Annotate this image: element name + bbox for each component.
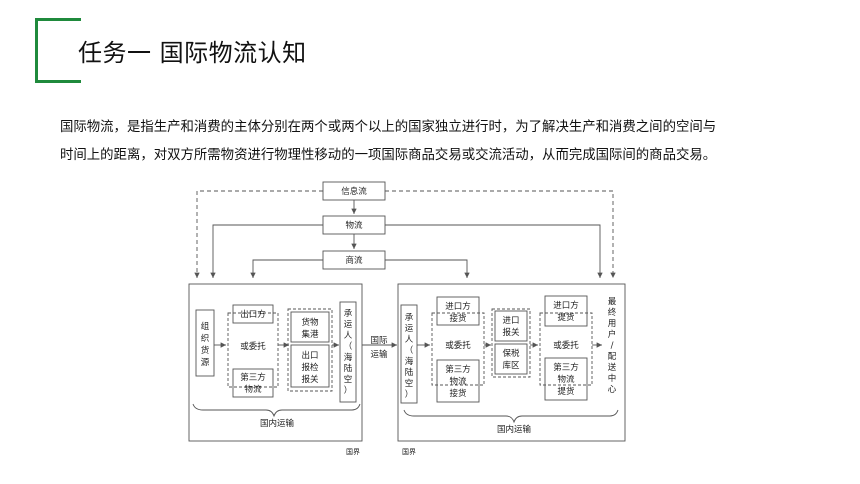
final-user-char: 中 bbox=[608, 373, 617, 384]
importer-pickup-label-2: 提货 bbox=[557, 312, 575, 323]
final-user-char: 最 bbox=[608, 297, 617, 307]
right-carrier-box bbox=[400, 304, 418, 404]
third-party-receive-label-1: 第三方 bbox=[445, 364, 471, 375]
title-frame-top bbox=[35, 18, 81, 21]
third-party-label-1: 第三方 bbox=[240, 372, 266, 383]
exporter-box bbox=[232, 304, 274, 324]
final-user-char: 配 bbox=[608, 352, 617, 362]
right-carrier-char: 承 bbox=[405, 313, 414, 323]
final-user-char: 心 bbox=[608, 385, 617, 395]
left-port-group bbox=[287, 308, 333, 392]
right-carrier-char: ） bbox=[405, 389, 414, 400]
export-country-container bbox=[188, 283, 363, 442]
commercial-flow-label: 商流 bbox=[345, 255, 363, 266]
importer-receive-label-1: 进口方 bbox=[445, 301, 471, 312]
title-frame-bottom bbox=[35, 80, 81, 83]
right-or-entrust-label-1: 或委托 bbox=[445, 340, 471, 351]
organize-source-char: 源 bbox=[201, 358, 210, 368]
third-party-receive-label-2: 物流 bbox=[449, 376, 467, 387]
third-party-pickup-label-1: 第三方 bbox=[553, 362, 579, 373]
goods-gather-label-2: 集港 bbox=[301, 329, 319, 340]
final-user-char: 户 bbox=[608, 329, 617, 340]
third-party-pickup-label-2: 物流 bbox=[557, 374, 575, 385]
right-carrier-char: 海 bbox=[405, 356, 414, 367]
importer-pickup-box bbox=[544, 295, 588, 327]
commercial-flow-right-arrow bbox=[385, 259, 470, 278]
organize-source-char: 货 bbox=[201, 345, 210, 356]
goods-gather-label-1: 货物 bbox=[301, 317, 319, 328]
goods-gather-box bbox=[290, 311, 330, 343]
title-frame-left bbox=[35, 18, 38, 82]
international-transport-label-2: 运输 bbox=[370, 349, 388, 360]
intro-line-2: 时间上的距离，对双方所需物资进行物理性移动的一项国际商品交易或交流活动，从而完成… bbox=[60, 148, 717, 163]
page-title: 任务一 国际物流认知 bbox=[78, 39, 307, 67]
right-customs-group bbox=[491, 308, 531, 378]
info-flow-left-arrow bbox=[194, 190, 323, 278]
third-party-pickup-label-3: 提货 bbox=[557, 386, 575, 397]
left-entrust-group bbox=[227, 312, 279, 388]
importer-receive-box bbox=[436, 296, 480, 326]
left-domestic-brace bbox=[192, 403, 361, 418]
right-entrust-group-2 bbox=[539, 312, 593, 386]
info-flow-right-arrow bbox=[385, 190, 616, 278]
import-declare-box bbox=[494, 310, 528, 342]
commercial-flow-left-arrow bbox=[250, 259, 323, 278]
left-carrier-char: 承 bbox=[344, 309, 353, 319]
material-flow-left-arrow bbox=[210, 224, 323, 278]
right-or-entrust-label-2: 或委托 bbox=[553, 340, 579, 351]
bonded-zone-box bbox=[494, 343, 528, 375]
right-carrier-char: 运 bbox=[405, 324, 414, 334]
bonded-zone-label-2: 库区 bbox=[502, 360, 520, 371]
international-transport-label-1: 国际 bbox=[370, 336, 388, 346]
right-carrier-char: 人 bbox=[405, 335, 414, 345]
export-inspect-label-2: 报检 bbox=[301, 362, 319, 373]
third-party-receive-label-3: 接货 bbox=[449, 388, 467, 399]
third-party-label-2: 物流 bbox=[244, 384, 262, 395]
final-user-char: 用 bbox=[608, 319, 617, 329]
left-carrier-box bbox=[339, 301, 357, 403]
importer-pickup-label-1: 进口方 bbox=[553, 300, 579, 311]
import-country-container bbox=[397, 283, 626, 442]
third-party-pickup-box bbox=[544, 357, 588, 401]
bonded-zone-label-1: 保税 bbox=[502, 348, 520, 359]
export-inspect-box bbox=[290, 344, 330, 388]
right-border-label: 国界 bbox=[402, 448, 416, 456]
import-declare-label-2: 报关 bbox=[502, 327, 520, 338]
third-party-receive-box bbox=[436, 359, 480, 403]
material-flow-label: 物流 bbox=[345, 220, 363, 231]
left-carrier-char: 空 bbox=[344, 374, 353, 385]
left-domestic-transport-label: 国内运输 bbox=[260, 418, 295, 429]
intro-paragraph: 国际物流，是指生产和消费的主体分别在两个或两个以上的国家独立进行时，为了解决生产… bbox=[60, 114, 830, 170]
right-carrier-char: 空 bbox=[405, 378, 414, 389]
right-entrust-group-1 bbox=[431, 312, 485, 386]
left-carrier-char: ） bbox=[344, 385, 353, 396]
material-flow-right-arrow bbox=[385, 224, 603, 278]
right-carrier-char: （ bbox=[405, 345, 414, 356]
info-flow-label: 信息流 bbox=[341, 186, 367, 197]
final-user-char: / bbox=[611, 341, 614, 351]
export-inspect-label-1: 出口 bbox=[301, 350, 318, 361]
exporter-label: 出口方 bbox=[240, 309, 266, 320]
organize-source-box bbox=[195, 309, 215, 377]
export-inspect-label-3: 报关 bbox=[301, 374, 319, 385]
left-or-entrust-label: 或委托 bbox=[240, 341, 266, 352]
third-party-box bbox=[232, 368, 274, 398]
left-carrier-char: （ bbox=[344, 341, 353, 352]
final-user-char: 终 bbox=[608, 307, 617, 318]
left-carrier-char: 海 bbox=[344, 352, 353, 363]
left-carrier-char: 陆 bbox=[344, 363, 353, 374]
left-carrier-char: 运 bbox=[344, 320, 353, 330]
left-carrier-char: 人 bbox=[344, 331, 353, 341]
right-carrier-char: 陆 bbox=[405, 367, 414, 378]
organize-source-char: 组 bbox=[201, 321, 210, 332]
intro-line-1: 国际物流，是指生产和消费的主体分别在两个或两个以上的国家独立进行时，为了解决生产… bbox=[60, 120, 717, 135]
importer-receive-label-2: 接货 bbox=[449, 313, 467, 324]
right-domestic-transport-label: 国内运输 bbox=[497, 424, 532, 435]
left-border-label: 国界 bbox=[346, 448, 360, 456]
right-domestic-brace bbox=[403, 409, 619, 424]
final-user-char: 送 bbox=[608, 362, 617, 373]
import-declare-label-1: 进口 bbox=[502, 316, 519, 326]
organize-source-char: 织 bbox=[201, 333, 210, 344]
